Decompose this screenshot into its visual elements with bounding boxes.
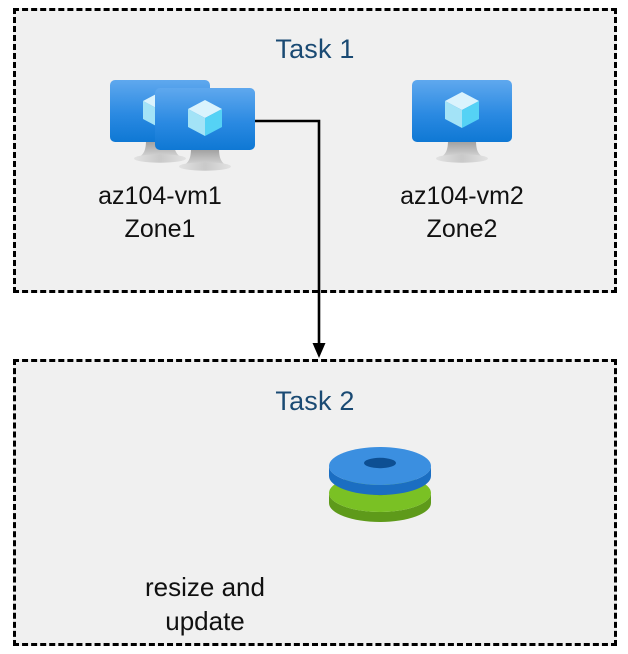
- task2-title: Task 2: [275, 386, 355, 416]
- blue-disk: [329, 447, 431, 495]
- node-label-resize-and-update: resize and update: [145, 572, 265, 637]
- virtual-machine-icon: [412, 80, 512, 163]
- virtual-machine-icon: [155, 88, 255, 171]
- node-label-az104-vm1: az104-vm1 Zone1: [98, 182, 222, 243]
- task1-title: Task 1: [275, 34, 355, 64]
- node-managed-disks[interactable]: [325, 443, 435, 525]
- node-az104-vm2[interactable]: az104-vm2 Zone2: [362, 76, 562, 246]
- task2-panel: Task 2: [13, 359, 617, 646]
- node-label-az104-vm2: az104-vm2 Zone2: [400, 182, 524, 243]
- resize-update-label-wrap: resize and update: [105, 548, 305, 639]
- managed-disks-icon: [329, 447, 431, 522]
- node-resize-update-vm[interactable]: [105, 84, 305, 176]
